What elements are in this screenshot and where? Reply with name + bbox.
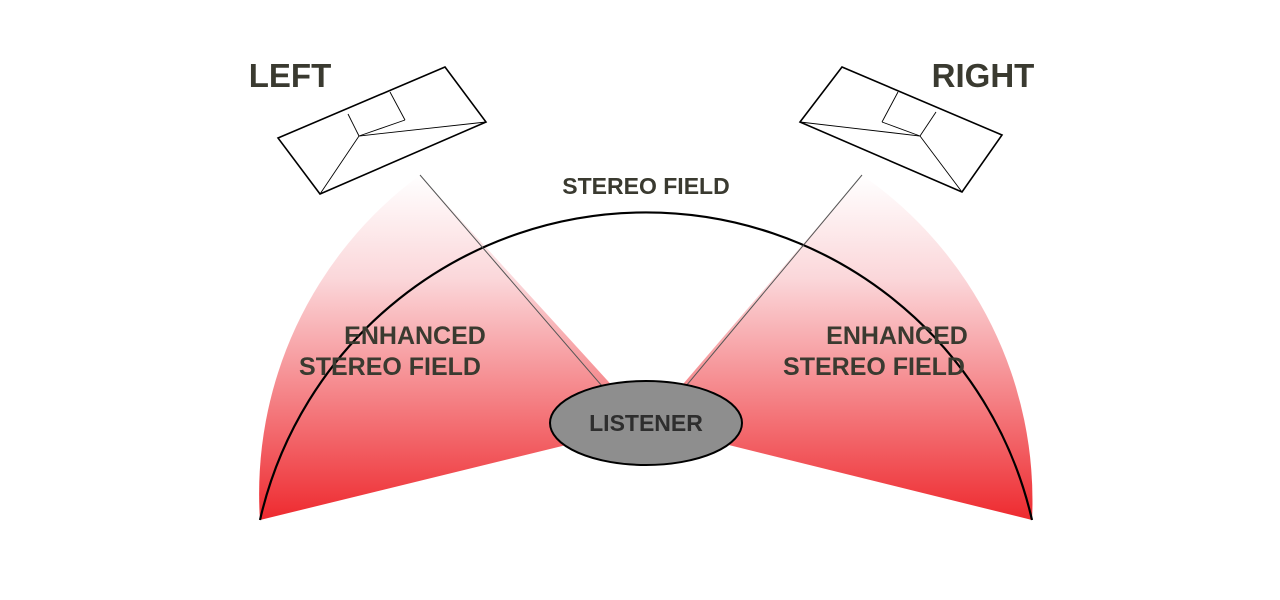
stereo-field-left-boundary [419,174,603,387]
right-speaker-label: RIGHT [932,57,1035,94]
enhanced-field-right-sector [648,175,1033,520]
enhanced-field-left-line1: ENHANCED [344,322,486,350]
left-speaker-label: LEFT [249,57,331,94]
enhanced-field-right-line1: ENHANCED [826,322,968,350]
enhanced-field-left-sector [259,175,648,520]
stereo-field-label: STEREO FIELD [562,173,729,199]
listener-ellipse [549,380,743,466]
stereo-field-right-boundary [685,174,863,387]
left-speaker-icon [276,66,488,195]
right-speaker-icon [798,66,1004,193]
enhanced-field-left-line2: STEREO FIELD [299,353,481,381]
enhanced-field-right-line2: STEREO FIELD [783,353,965,381]
stereo-field-arc [258,211,1034,521]
listener-label: LISTENER [589,410,703,436]
